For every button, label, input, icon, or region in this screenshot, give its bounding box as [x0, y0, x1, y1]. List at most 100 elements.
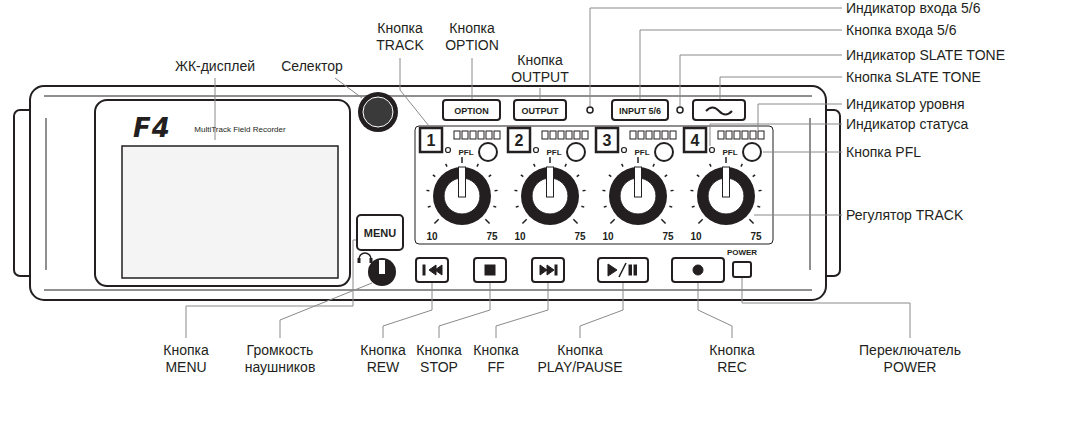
drawing-part	[634, 265, 637, 275]
knob-tick	[602, 190, 605, 192]
drawing-part	[720, 77, 842, 99]
panel-marking: 4	[691, 133, 700, 149]
transport-buttons	[416, 258, 724, 282]
top-buttons	[443, 100, 745, 120]
track-knob	[433, 167, 491, 225]
panel-marking: 2	[515, 133, 524, 149]
drawing-part	[540, 265, 547, 275]
level-segment	[734, 131, 740, 139]
pfl-button	[655, 143, 673, 161]
drawing-part	[810, 118, 811, 270]
knob-tick	[604, 205, 607, 207]
callout-label: Регулятор TRACK	[846, 207, 963, 224]
knob-tick	[610, 219, 614, 223]
knob-tick	[577, 175, 579, 177]
drawing-part	[710, 124, 842, 146]
level-segment	[574, 131, 580, 139]
panel-marking: F4	[133, 115, 171, 141]
callout-label: ЖК-дисплей	[155, 58, 275, 75]
callout-label: Индикатор SLATE TONE	[846, 47, 1005, 64]
callout-label: Кнопка REC	[702, 342, 762, 376]
callout-label: Кнопка PLAY/PAUSE	[534, 342, 626, 376]
knob-tick	[581, 205, 584, 207]
panel-marking: PFL	[546, 149, 561, 157]
drawing-part	[30, 86, 826, 300]
level-segment	[646, 131, 652, 139]
drawing-part	[363, 97, 393, 127]
drawing-part	[435, 265, 442, 275]
drawing-part	[358, 92, 398, 132]
level-segment	[670, 131, 676, 139]
pfl-button	[479, 143, 497, 161]
knob-tick	[514, 190, 517, 192]
drawing-part	[122, 146, 338, 278]
panel-marking: 3	[603, 133, 612, 149]
panel-marking: INPUT 5/6	[619, 106, 661, 115]
knob-tick	[669, 205, 672, 207]
drawing-part	[758, 104, 842, 130]
knob-tick	[653, 164, 654, 167]
level-segment	[582, 131, 588, 139]
drawing-part	[443, 100, 500, 120]
drawing-part	[474, 258, 506, 282]
panel-marking: 1	[427, 133, 436, 149]
level-segment	[750, 131, 756, 139]
knob-pointer	[723, 167, 730, 197]
knob-tick	[698, 219, 702, 223]
drawing-part	[532, 258, 564, 282]
panel-marking: 75	[750, 232, 761, 242]
knob-tick	[665, 175, 667, 177]
knob-tick	[753, 175, 755, 177]
panel-marking: PFL	[634, 149, 649, 157]
knob-tick	[690, 190, 693, 192]
track-knob	[609, 167, 667, 225]
level-segment	[494, 131, 500, 139]
panel-marking: POWER	[727, 249, 757, 257]
callout-label: Кнопка FF	[469, 342, 523, 376]
input-indicator	[587, 107, 593, 113]
pfl-button	[567, 143, 585, 161]
knob-tick	[637, 157, 639, 163]
status-led	[446, 148, 451, 153]
slate-symbol	[706, 108, 732, 115]
knob-tick	[493, 205, 496, 207]
knob-tick	[757, 205, 760, 207]
drawing-part	[359, 253, 371, 259]
panel-marking: 75	[574, 232, 585, 242]
drawing-part	[555, 265, 557, 275]
callout-label: Громкость наушников	[235, 342, 325, 376]
panel-marking: MENU	[364, 228, 396, 239]
knob-tick	[671, 190, 674, 192]
knob-tick	[710, 164, 711, 167]
drawing-part	[547, 265, 554, 275]
panel-marking: 10	[690, 232, 701, 242]
panel-marking: OPTION	[454, 106, 489, 115]
drawing-part	[590, 8, 842, 106]
drawing-part	[95, 100, 350, 286]
level-segment	[478, 131, 484, 139]
drawing-part	[44, 290, 812, 291]
knob-tick	[521, 175, 523, 177]
panel-marking: 75	[486, 232, 497, 242]
drawing-part	[640, 30, 842, 99]
knob-tick	[522, 219, 526, 223]
callout-label: Кнопка OUTPUT	[507, 52, 573, 86]
panel-marking: MultiTrack Field Recorder	[194, 126, 285, 134]
drawing-part	[612, 100, 668, 120]
knob-tick	[426, 190, 429, 192]
knob-tick	[749, 219, 753, 223]
drawing-part	[629, 265, 632, 275]
drawing-part	[46, 118, 47, 270]
level-segment	[454, 131, 460, 139]
drawing-part	[754, 215, 842, 216]
drawing-part	[693, 100, 745, 120]
callout-label: Кнопка входа 5/6	[846, 22, 956, 39]
drawing-part	[379, 260, 385, 274]
lcd-display	[95, 100, 350, 286]
level-segment	[654, 131, 660, 139]
callout-label: Кнопка TRACK	[370, 20, 430, 54]
leader-lines	[186, 8, 910, 338]
drawing-part	[540, 88, 541, 99]
drawing-part	[416, 258, 448, 282]
